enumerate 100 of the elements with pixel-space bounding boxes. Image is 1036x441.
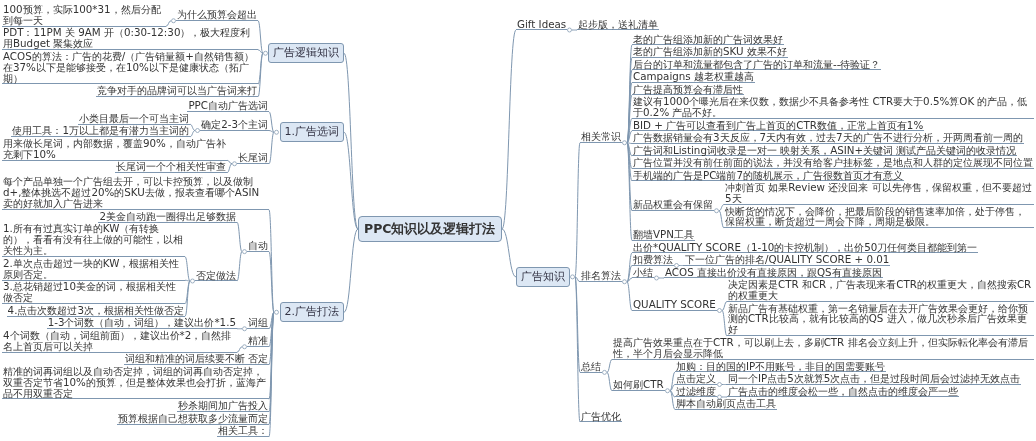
branch-text: Gift Ideas	[516, 18, 568, 31]
branch-text: 提高广告效果重点在于CTR，可以刷上去，多刷CTR 排名会立刻上升，但实际転化率会有滞后性，半个月后会显示降低	[612, 337, 1034, 360]
branch-text: 用来做长尾词，内部数据，覆盖90%，自动广告补充剩下10%	[2, 137, 227, 161]
branch-text: 广告优化	[580, 410, 622, 423]
branch-text: PDT：11PM 关 9AM 开（0:30-12:30），极大程度利用Budget 聚集效应	[2, 27, 258, 51]
connector-line	[718, 210, 725, 229]
connector-line	[184, 256, 191, 282]
central-topic-box: PPC知识以及逻辑打法	[358, 216, 502, 242]
branch-text: 同一个IP点击5次就算5次点击，但是过段时间后会过滤掉无效点击	[727, 373, 1022, 385]
topic-box: 1.广告选词	[279, 122, 344, 143]
branch-text: 相关工具：	[217, 425, 269, 438]
branch-text: 翻墙VPN工具	[632, 229, 695, 241]
connector-line	[626, 142, 633, 144]
connector-line	[226, 159, 233, 165]
branch-text: 4个词数（自动，词组前面），建议出价*2，自然排名上首页后可以关掉	[2, 329, 237, 353]
branch-text: 1-3个词数（自动，词组），建议出价*1.5	[46, 317, 237, 330]
connector-line	[343, 131, 359, 230]
connector-line	[658, 277, 665, 279]
connector-line	[669, 371, 676, 392]
branch-text: 为什么预算会超出	[176, 9, 258, 22]
connector-line	[236, 221, 243, 253]
branch-text: 精准的词再词组以及自动否定掉，词组的词再自动否定掉，双重否定节省10%的预算，但是整体效果也会打折，蓝海产品不用双重否定	[2, 365, 269, 400]
connector-line	[669, 390, 676, 410]
branch-text: 老的广告组添加新的SKU 效果不好	[632, 46, 788, 58]
connector-line	[189, 123, 196, 131]
connector-line	[184, 280, 191, 317]
branch-text: 2.单次点击超过一块的KW，根据相关性原则否定。	[2, 257, 185, 281]
connector-line	[574, 142, 581, 278]
topic-box: 2.广告打法	[279, 302, 344, 323]
branch-text: 否定做法	[195, 269, 237, 282]
branch-text: 竞争对手的品牌词可以当广告词来打	[96, 85, 258, 98]
branch-text: 决定因素是CTR 和CR，广告表现来看CTR的权重更大，自然搜索CR的权重更大	[727, 279, 1034, 302]
branch-text: 词组	[247, 317, 269, 330]
branch-text: 点击定义	[675, 373, 717, 385]
branch-text: 2美金自动跑一圈得出足够数据	[98, 210, 237, 223]
branch-text: QUALITY SCORE	[632, 299, 717, 311]
branch-text: 起步版，送礼清单	[577, 18, 659, 31]
branch-text: 快断货的情况下，会降价，把最后阶段的销售速率加倍，处于停售，保留权重，断货超过一周会下降，周期是极限。	[724, 205, 1034, 229]
branch-text: 广告数据销量会有3天反应，7天内有效，过去7天的广告不进行分析，开两周看前一周的	[632, 132, 1024, 144]
branch-text: ACOS 直接出价没有直接原因，跟QS有直接原因	[664, 266, 883, 279]
connector-line	[626, 265, 633, 283]
branch-text: 总结	[580, 360, 602, 373]
branch-text: 广告位置并没有前任前面的说法，并没有给客户挂标签，是地点和人群的定位展现不同位置	[632, 157, 1034, 169]
connector-line	[721, 396, 728, 398]
connector-line	[574, 276, 581, 373]
branch-text: 新品广告有基础权重，第一名销量后在去开广告效果会更好，给你预测的CTR比较高，就有比较高的QS 进入，做几次秒杀后广告效果更好	[727, 302, 1034, 337]
branch-text: 预算根据自己想获取多少流量而定	[117, 412, 269, 425]
connector-line	[721, 384, 728, 385]
connector-line	[236, 346, 243, 353]
connector-line	[501, 228, 517, 278]
connector-line	[184, 280, 191, 305]
connector-line	[721, 310, 728, 337]
connector-line	[678, 265, 685, 266]
branch-text: 广告提高预算会有滞后性	[632, 83, 744, 96]
branch-text: 过滤维度	[675, 385, 717, 398]
branch-text: 广告点击的维度会松一些，自然点击的维度会严一些	[727, 385, 959, 398]
connector-line	[626, 281, 633, 311]
connector-line	[574, 276, 581, 283]
branch-text: 长尾词	[237, 152, 269, 165]
branch-text: 每个产品单独一个广告组去开，可以卡控预算，以及做制d+,整体挑选不超过20%的SKU去做，报表查看哪个ASIN卖的好就加入广告进来	[2, 176, 269, 210]
connector-line	[626, 142, 633, 241]
branch-text: PPC自动广告选词	[187, 100, 269, 113]
connector-line	[268, 130, 275, 133]
connector-line	[257, 49, 264, 54]
branch-text: 冲刺首页 如果Review 还没回来 可以先停售，保留权重，但不要超过5天	[724, 182, 1034, 205]
branch-text: 老的广告组添加新的广告词效果好	[632, 33, 784, 46]
connector-line	[189, 130, 196, 138]
branch-text: 排名算法	[580, 270, 622, 283]
branch-text: 小类目最后一个可当主词	[78, 112, 190, 125]
connector-line	[626, 277, 633, 283]
branch-text: 手机端的广告是PC端前7的随机展示，广告很数首页才有意义	[632, 169, 904, 182]
connector-line	[184, 279, 191, 282]
branch-text: BID + 广告可以查看到广告上首页的CTR数值，正常上首页有1%	[632, 119, 925, 132]
connector-line	[626, 252, 633, 283]
branch-text: 脚本自动刷页点击工具	[675, 398, 777, 410]
connector-line	[226, 163, 233, 174]
connector-line	[501, 29, 517, 230]
connector-line	[236, 328, 243, 330]
branch-text: 4.点击次数超过3次，根据相关性做否定	[6, 304, 185, 317]
branch-text: 广告词和Listing词收录是一对一 映射关系，ASIN+关键词 测试产品关键词的收录情况	[632, 144, 1018, 157]
topic-box: 广告逻辑知识	[268, 43, 344, 64]
connector-line	[669, 390, 676, 398]
branch-text: 词组和精准的词后续要不断 否定	[123, 353, 269, 366]
branch-text: 1.所有有过真实订单的KW（有转换的），看看有没有往上做的可能性，以相关性为主。	[2, 223, 185, 257]
branch-text: 出价*QUALITY SCORE（1-10的卡控机制），出价50刀任何类目都能到第一	[632, 241, 979, 254]
connector-line	[236, 251, 243, 282]
branch-text: 小结	[632, 266, 654, 279]
connector-line	[571, 29, 578, 31]
branch-text: 扣费算法	[632, 254, 674, 266]
topic-box: 广告知识	[516, 266, 570, 287]
connector-line	[606, 359, 613, 373]
branch-text: 新品权重会有保留	[632, 199, 714, 212]
branch-text: 确定2-3个主词	[200, 119, 269, 131]
connector-line	[268, 111, 275, 133]
branch-text: 精准	[247, 335, 269, 348]
branch-text: ACOS的算法：广告的花费/（广告销量额+自然销售额）在37%以下是能够接受，在10%以下是健康状态（拓广期）	[2, 50, 258, 85]
connector-line	[257, 52, 264, 98]
branch-text: 加购：目的国的IP不用账号，非目的国需要账号	[675, 360, 887, 373]
branch-text: 3.总花销超过10美金的词，根据相关性做否定	[2, 281, 185, 305]
branch-text: 建议有1000个曝光后在来仅数，数据少不具备参考性 CTR要大于0.5%算OK 的产品，低于0.2% 产品不好。	[632, 96, 1034, 119]
